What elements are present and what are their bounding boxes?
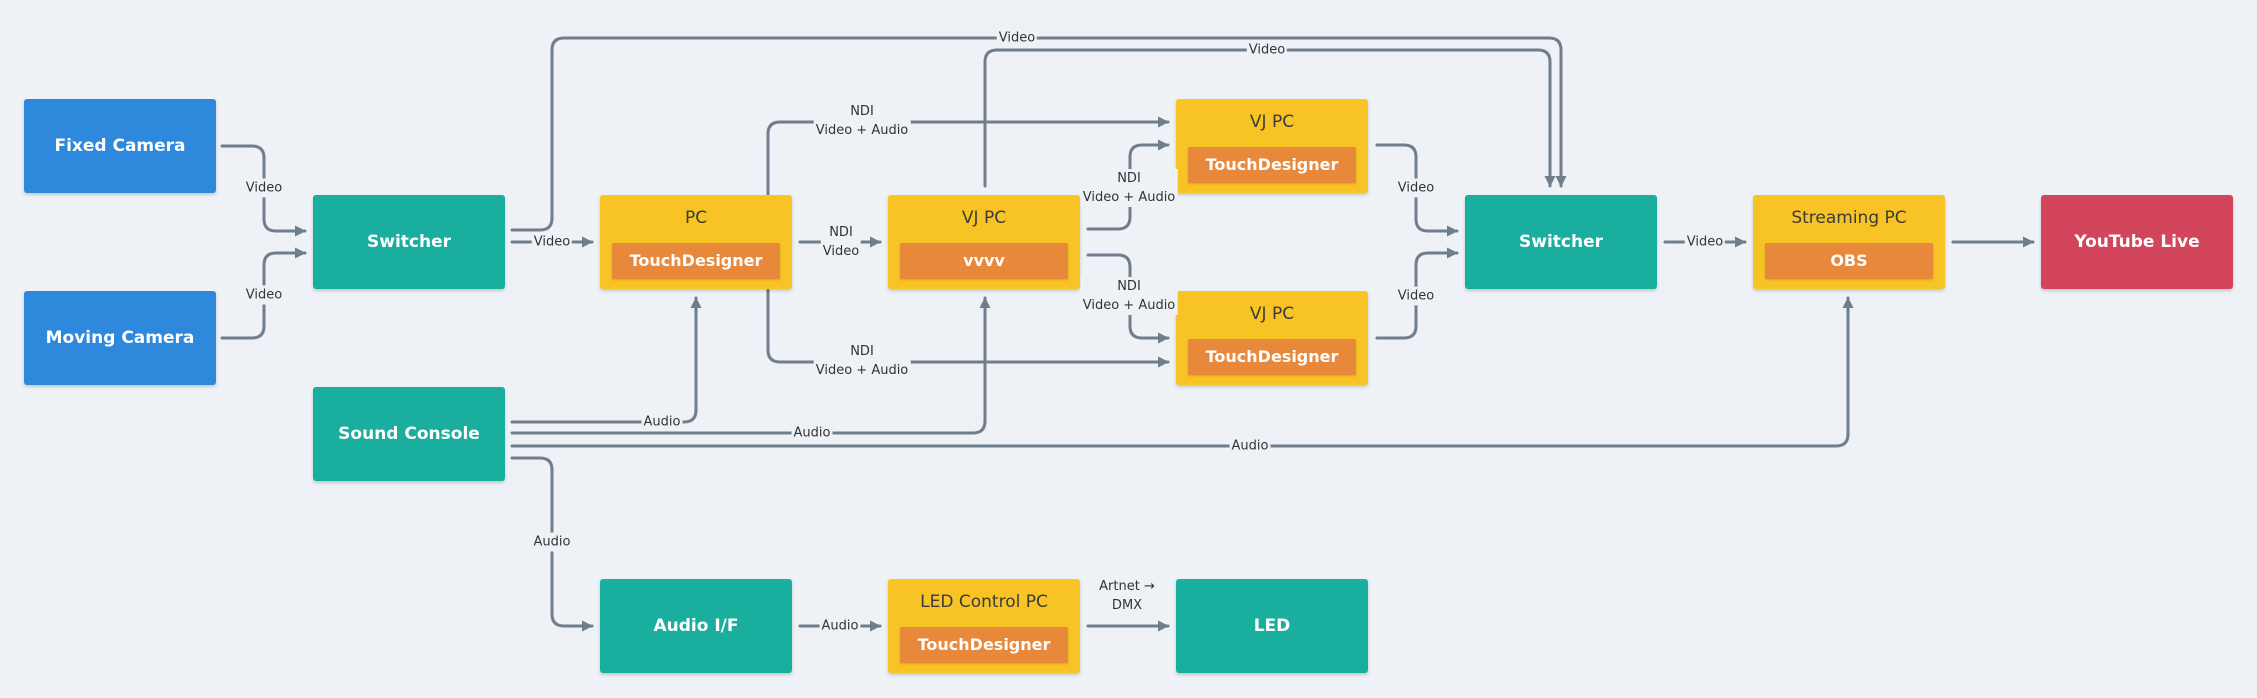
edge-label-artnet: Artnet → — [1099, 579, 1155, 594]
pc-node[interactable]: PC TouchDesigner — [600, 195, 792, 289]
edge-label-video: Video — [1684, 232, 1726, 252]
switcher-1-label: Switcher — [367, 232, 451, 252]
edge-label-ndi: NDI — [850, 104, 874, 119]
youtube-live-label: YouTube Live — [2074, 232, 2200, 252]
led-label: LED — [1253, 616, 1291, 636]
edge-label-ndi: NDI — [1117, 279, 1141, 294]
fixed-camera-label: Fixed Camera — [54, 136, 186, 156]
switcher-2-label: Switcher — [1519, 232, 1603, 252]
switcher-node-1[interactable]: Switcher — [313, 195, 505, 289]
edge-label-video-audio: Video + Audio — [1082, 298, 1176, 313]
fixed-camera-node[interactable]: Fixed Camera — [24, 99, 216, 193]
edge-label-video: Video — [531, 232, 573, 252]
led-control-pc-node[interactable]: LED Control PC TouchDesigner — [888, 579, 1080, 673]
sound-console-node[interactable]: Sound Console — [313, 387, 505, 481]
edge-label-ndi-video: NDI Video — [820, 223, 862, 261]
switcher-node-2[interactable]: Switcher — [1465, 195, 1657, 289]
edge-label-ndi: NDI — [1117, 171, 1141, 186]
edge-label-audio: Audio — [531, 532, 573, 552]
edge-pc-to-vjpc-bottom — [766, 288, 1170, 368]
edge-label-video: Video — [1246, 40, 1288, 60]
vj-pc-top-label: VJ PC — [1249, 112, 1295, 132]
led-control-pc-software-touchdesigner: TouchDesigner — [900, 627, 1068, 663]
streaming-pc-node[interactable]: Streaming PC OBS — [1753, 195, 1945, 289]
led-control-pc-label: LED Control PC — [920, 592, 1048, 612]
edge-label-video: Video — [996, 28, 1038, 48]
audio-if-label: Audio I/F — [653, 616, 739, 636]
pc-label: PC — [684, 208, 708, 228]
edge-sound-to-pc — [510, 296, 702, 424]
edge-label-ndi: NDI — [850, 344, 874, 359]
edge-label-ndi: NDI — [829, 225, 853, 240]
edge-label-video-audio: Video + Audio — [815, 123, 909, 138]
edge-label-audio: Audio — [641, 412, 683, 432]
edge-label-artnet-dmx: Artnet → DMX — [1097, 577, 1157, 615]
vj-pc-bottom-node[interactable]: VJ PC TouchDesigner — [1176, 291, 1368, 385]
edge-label-audio: Audio — [819, 616, 861, 636]
edge-sound-to-streaming — [510, 296, 1854, 448]
edge-label-audio: Audio — [791, 423, 833, 443]
edge-label-video: Video — [243, 285, 285, 305]
vj-pc-bottom-software-touchdesigner: TouchDesigner — [1188, 339, 1356, 375]
edge-pc-to-vjpc-top — [766, 116, 1170, 198]
sound-console-label: Sound Console — [338, 424, 480, 444]
pc-software-touchdesigner: TouchDesigner — [612, 243, 780, 279]
vj-pc-top-software-touchdesigner: TouchDesigner — [1188, 147, 1356, 183]
streaming-pc-software-obs: OBS — [1765, 243, 1933, 279]
vj-pc-bottom-label: VJ PC — [1249, 304, 1295, 324]
edge-label-ndi-video-audio: NDI Video + Audio — [1080, 277, 1178, 315]
edge-label-video: Video — [1395, 286, 1437, 306]
edge-label-dmx: DMX — [1111, 598, 1143, 613]
vj-pc-center-node[interactable]: VJ PC vvvv — [888, 195, 1080, 289]
moving-camera-node[interactable]: Moving Camera — [24, 291, 216, 385]
moving-camera-label: Moving Camera — [45, 328, 195, 348]
edge-label-video-audio: Video + Audio — [1082, 190, 1176, 205]
edge-label-audio: Audio — [1229, 436, 1271, 456]
youtube-live-node[interactable]: YouTube Live — [2041, 195, 2233, 289]
edge-label-ndi-video-audio: NDI Video + Audio — [813, 102, 911, 140]
edge-label-video: Video — [243, 178, 285, 198]
led-node[interactable]: LED — [1176, 579, 1368, 673]
vj-pc-center-label: VJ PC — [961, 208, 1007, 228]
edge-label-video: Video — [1395, 178, 1437, 198]
streaming-pc-label: Streaming PC — [1791, 208, 1907, 228]
edge-switcher-to-switcher2-top — [510, 36, 1567, 232]
edge-label-ndi-video-audio: NDI Video + Audio — [1080, 169, 1178, 207]
vj-pc-center-software-vvvv: vvvv — [900, 243, 1068, 279]
audio-if-node[interactable]: Audio I/F — [600, 579, 792, 673]
vj-pc-top-node[interactable]: VJ PC TouchDesigner — [1176, 99, 1368, 193]
edge-label-video: Video — [822, 244, 860, 259]
edge-label-video-audio: Video + Audio — [815, 363, 909, 378]
edge-label-ndi-video-audio: NDI Video + Audio — [813, 342, 911, 380]
edge-sound-to-vjpc — [510, 296, 991, 435]
